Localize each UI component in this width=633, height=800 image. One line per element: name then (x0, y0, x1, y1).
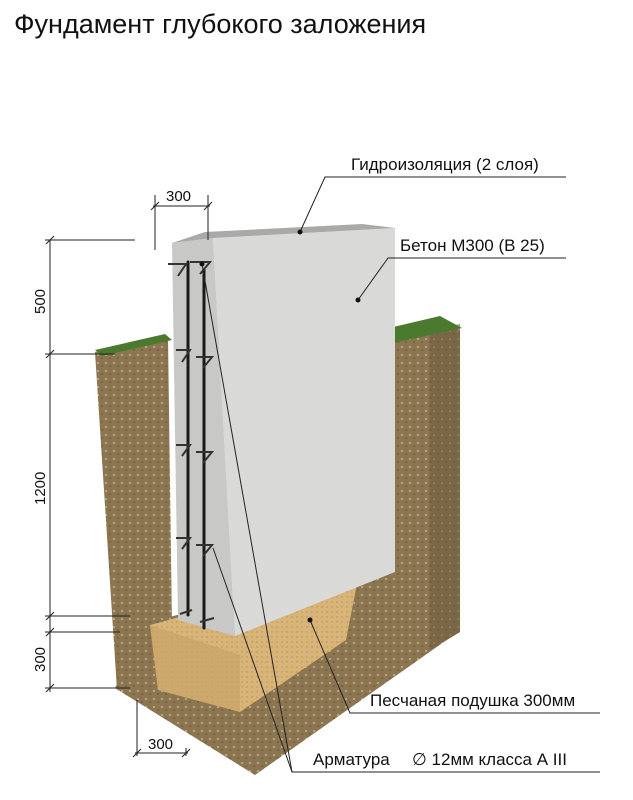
label-sand-cushion: Песчаная подушка 300мм (370, 691, 575, 710)
left-soil-wall (95, 337, 172, 690)
leader-lines (199, 176, 600, 773)
grass-left (95, 334, 172, 356)
dim-cushion-offset: 300 (148, 736, 173, 753)
label-rebar-spec: ∅ 12мм класса А III (412, 750, 567, 769)
dim-above-ground: 500 (32, 289, 49, 314)
page-title: Фундамент глубокого заложения (14, 9, 426, 39)
label-waterproofing: Гидроизоляция (2 слоя) (351, 155, 539, 174)
label-rebar: Арматура (313, 750, 390, 769)
rebar (168, 260, 215, 630)
dimension-lines (45, 195, 213, 758)
dim-cushion-height: 300 (32, 647, 49, 672)
dim-depth: 1200 (32, 472, 49, 505)
right-soil-side (430, 324, 460, 650)
label-concrete: Бетон М300 (В 25) (400, 236, 545, 255)
dim-wall-width: 300 (166, 188, 191, 205)
